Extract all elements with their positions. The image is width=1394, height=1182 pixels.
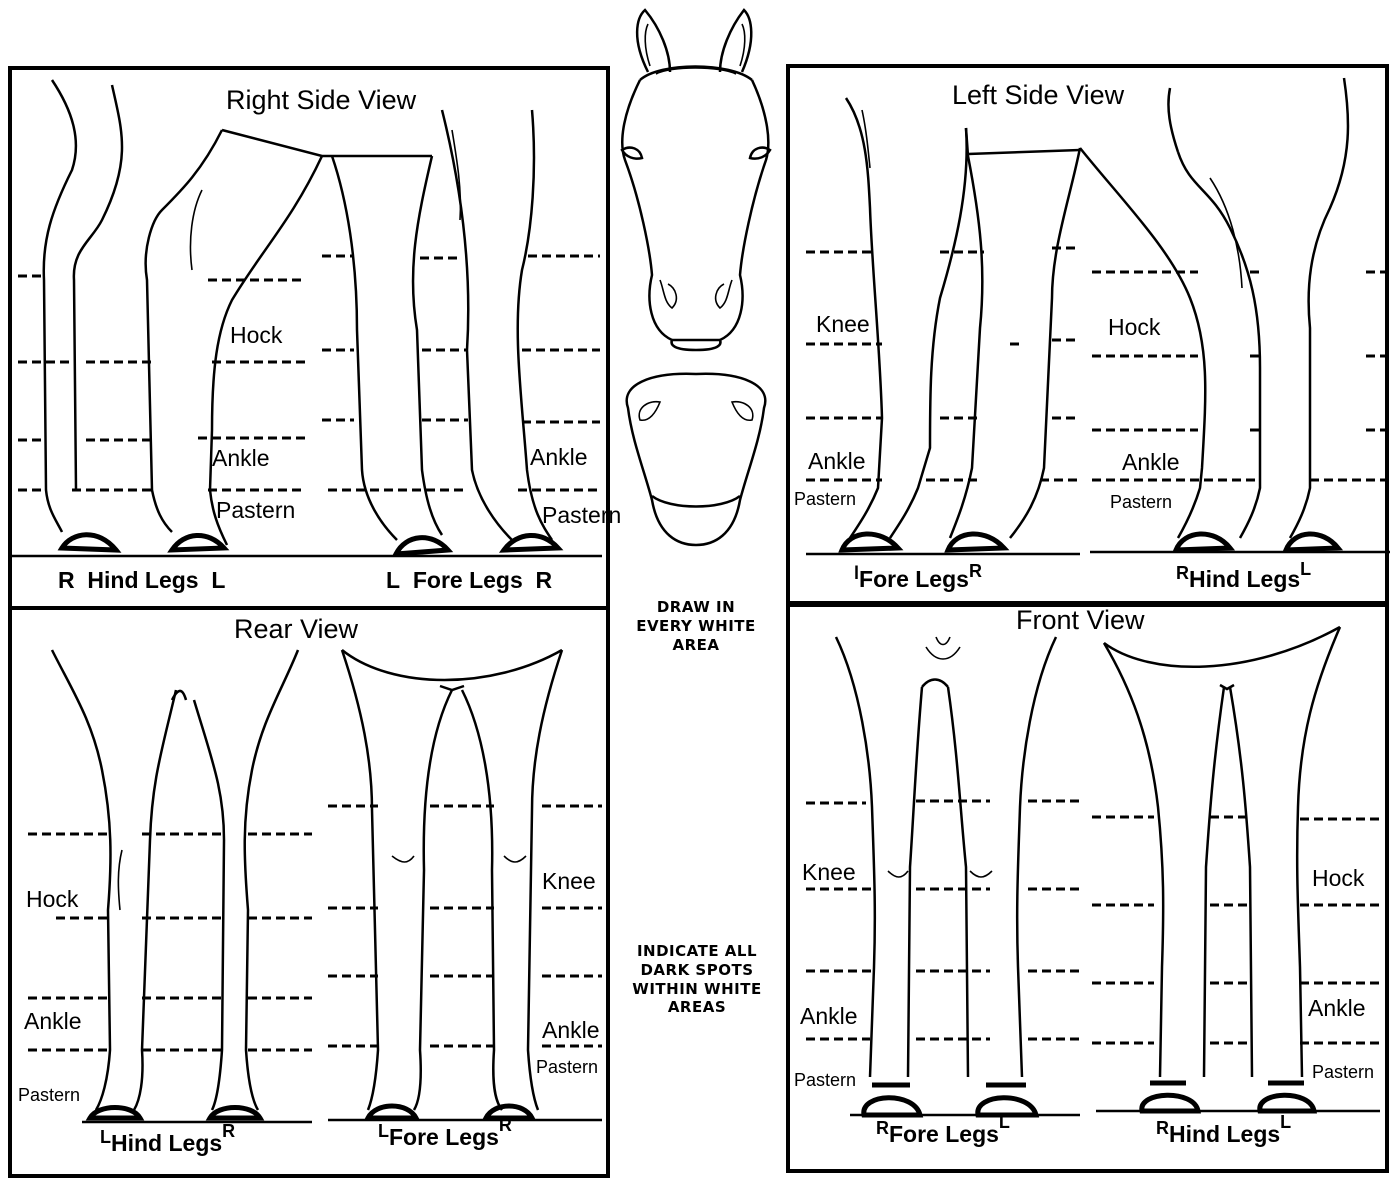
fore-text: Fore Legs xyxy=(859,566,969,592)
ankle-label-hind: Ankle xyxy=(1308,997,1366,1020)
hind-legs-caption: RHind LegsL xyxy=(1156,1123,1291,1146)
rear-view-title: Rear View xyxy=(234,616,358,643)
hind-text: Hind Legs xyxy=(1169,1121,1280,1147)
hind-text: Hind Legs xyxy=(1189,566,1300,592)
fore-text: Fore Legs xyxy=(889,1121,999,1147)
ankle-label-hind: Ankle xyxy=(212,447,270,470)
pastern-label-hind: Pastern xyxy=(1312,1063,1374,1081)
ankle-label-hind: Ankle xyxy=(24,1010,82,1033)
left-side-view-panel: Left Side View Knee Ankle Pastern Hock A… xyxy=(786,64,1389,605)
hock-label: Hock xyxy=(1108,316,1160,339)
pastern-label-hind: Pastern xyxy=(216,499,295,522)
pastern-label-fore: Pastern xyxy=(794,1071,856,1089)
left-side-view-title: Left Side View xyxy=(952,82,1124,109)
draw-instruction: DRAW IN EVERY WHITE AREA xyxy=(626,598,766,654)
right-side-legs-illustration xyxy=(12,70,614,615)
hind-legs-caption: RHind LegsL xyxy=(1176,568,1311,591)
hock-label: Hock xyxy=(26,888,78,911)
pastern-label-fore: Pastern xyxy=(542,504,621,527)
hind-prefix: R xyxy=(1176,563,1189,583)
fore-suffix: L xyxy=(999,1112,1010,1132)
hind-suffix: L xyxy=(1300,559,1311,579)
knee-label: Knee xyxy=(802,861,856,884)
hind-prefix: R xyxy=(1156,1118,1169,1138)
fore-suffix: R xyxy=(499,1115,512,1135)
hind-suffix: L xyxy=(211,567,225,593)
hind-prefix: R xyxy=(58,567,75,593)
ankle-label-fore: Ankle xyxy=(542,1019,600,1042)
rear-view-panel: Rear View Hock Ankle Pastern Knee Ankle … xyxy=(8,606,610,1178)
ankle-label-fore: Ankle xyxy=(800,1005,858,1028)
left-side-legs-illustration xyxy=(790,68,1393,609)
fore-prefix: R xyxy=(876,1118,889,1138)
hind-suffix: L xyxy=(1280,1112,1291,1132)
ankle-label-fore: Ankle xyxy=(808,450,866,473)
front-view-panel: Front View Knee Ankle Pastern Hock Ankle… xyxy=(786,603,1389,1173)
fore-prefix: L xyxy=(378,1121,389,1141)
fore-legs-caption: RFore LegsL xyxy=(876,1123,1010,1146)
pastern-label-fore: Pastern xyxy=(536,1058,598,1076)
dark-spots-instruction: INDICATE ALL DARK SPOTS WITHIN WHITE ARE… xyxy=(622,942,772,1017)
hind-legs-caption: R Hind Legs L xyxy=(58,569,225,592)
front-view-title: Front View xyxy=(1016,607,1145,634)
fore-prefix: l xyxy=(854,563,859,583)
pastern-label-hind: Pastern xyxy=(18,1086,80,1104)
pastern-label-hind: Pastern xyxy=(1110,493,1172,511)
front-legs-illustration xyxy=(790,607,1393,1177)
fore-suffix: R xyxy=(969,561,982,581)
ankle-label-hind: Ankle xyxy=(1122,451,1180,474)
pastern-label-fore: Pastern xyxy=(794,490,856,508)
hock-label: Hock xyxy=(230,324,282,347)
fore-legs-caption: LFore LegsR xyxy=(378,1126,512,1149)
rear-legs-illustration xyxy=(12,610,614,1182)
hind-legs-caption: LHind LegsR xyxy=(100,1132,235,1155)
right-side-view-title: Right Side View xyxy=(226,87,416,114)
hind-prefix: L xyxy=(100,1127,111,1147)
fore-legs-caption: L Fore Legs R xyxy=(386,569,552,592)
fore-suffix: R xyxy=(536,567,553,593)
fore-text: Fore Legs xyxy=(413,567,523,593)
hock-label: Hock xyxy=(1312,867,1364,890)
hind-suffix: R xyxy=(222,1121,235,1141)
fore-prefix: L xyxy=(386,567,400,593)
hind-text: Hind Legs xyxy=(87,567,198,593)
right-side-view-panel: Right Side View Hock Ankle Pastern Ankle… xyxy=(8,66,610,611)
fore-legs-caption: lFore LegsR xyxy=(854,568,982,591)
hind-text: Hind Legs xyxy=(111,1130,222,1156)
fore-text: Fore Legs xyxy=(389,1124,499,1150)
knee-label: Knee xyxy=(816,313,870,336)
ankle-label-fore: Ankle xyxy=(530,446,588,469)
knee-label: Knee xyxy=(542,870,596,893)
